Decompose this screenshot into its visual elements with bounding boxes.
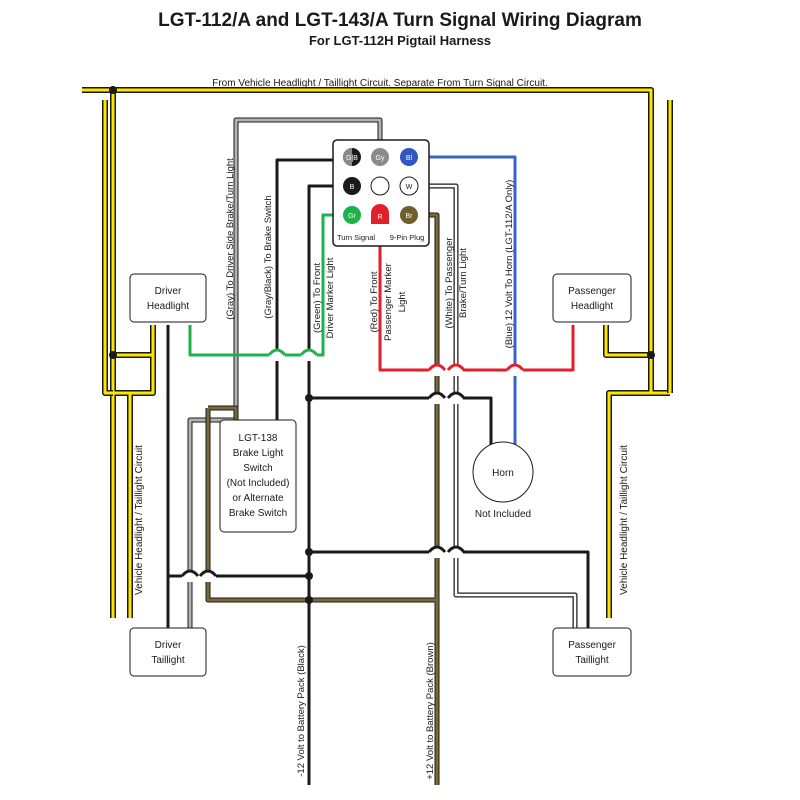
white-wire [418,183,578,628]
gray-wire-label: (Gray) To Driver Side Brake/Turn Light [225,158,236,320]
gray-black-wire [275,158,345,420]
pin-red: R [371,204,389,224]
pin-label: Gr [348,213,356,220]
green-wire [188,213,345,357]
box-label-line: or Alternate [232,493,284,504]
pin-label: Bl [406,155,413,162]
box-label-line: Switch [243,463,272,474]
box-label-line: Driver [155,286,182,297]
horn: Horn Not Included [472,441,534,520]
box-label-line: Headlight [571,301,613,312]
svg-text:G|B: G|B [346,155,358,162]
diagram-subtitle: For LGT-112H Pigtail Harness [308,33,492,48]
yellow-circuit-wire [82,88,670,618]
white-wire-label-1: (White) To Passenger [444,237,455,328]
box-label-line: (Not Included) [227,478,290,489]
battery-positive-label: +12 Volt to Battery Pack (Brown) [425,642,436,780]
blue-wire-label: (Blue) 12 Volt To Horn (LGT-112/A Only) [504,180,515,349]
yellow-circuit-wire-2 [103,100,672,395]
pin-label: W [406,184,413,191]
junction-dot [647,351,655,359]
black-ground-wire [166,184,590,785]
pin-green: Gr [343,206,361,224]
blue-wire [418,155,517,450]
battery-negative-label: -12 Volt to Battery Pack (Black) [296,645,307,776]
junction-dot [109,86,117,94]
junction-dot [305,394,313,402]
box-label-line: Taillight [575,655,609,666]
pin-blue: Bl [400,148,418,166]
top-note: From Vehicle Headlight / Taillight Circu… [212,78,548,89]
green-wire-label-1: (Green) To Front [312,263,323,333]
right-circuit-label: Vehicle Headlight / Taillight Circuit [619,445,630,595]
pin-label: R [377,214,382,221]
left-circuit-label: Vehicle Headlight / Taillight Circuit [134,445,145,595]
box-label-line: Taillight [151,655,185,666]
gray-black-wire-label: (Gray/Black) To Brake Switch [263,195,274,318]
box-label-line: Passenger [568,286,616,297]
box-label-line: Headlight [147,301,189,312]
nine-pin-plug: G|B Gy Bl B W Gr R [332,139,430,247]
green-wire-label-2: Driver Marker Light [325,257,336,338]
horn-note: Not Included [475,509,531,520]
pin-label: Br [406,213,414,220]
box-label-line: Passenger [568,640,616,651]
red-wire-label-2: Passenger Marker [383,263,394,341]
box-label-line: LGT-138 [239,433,278,444]
plug-label-9-pin: 9-Pin Plug [390,233,425,242]
horn-label: Horn [492,468,514,479]
plug-label-turn-signal: Turn Signal [337,233,375,242]
box-label-line: Brake Switch [229,508,287,519]
box-label-line: Driver [155,640,182,651]
red-wire-label-1: (Red) To Front [369,271,380,332]
junction-dot [305,548,313,556]
pin-label: Gy [376,155,385,162]
pin-white: W [399,176,419,196]
pin-label: B [350,184,355,191]
yellow-circuit [82,86,673,618]
junction-dot [305,572,313,580]
wire-crossovers [180,348,525,582]
pin-brown: Br [400,206,418,224]
pin-empty [370,176,390,196]
pin-gray-black: G|B [343,148,361,166]
red-wire-label-3: Light [397,291,408,312]
white-wire-label-2: Brake/Turn Light [458,248,469,318]
box-label-line: Brake Light [233,448,284,459]
junction-dot [109,351,117,359]
diagram-title: LGT-112/A and LGT-143/A Turn Signal Wiri… [158,10,642,31]
junction-dot [305,596,313,604]
pin-gray: Gy [371,148,389,166]
red-wire [378,225,575,372]
pin-black: B [343,177,361,195]
